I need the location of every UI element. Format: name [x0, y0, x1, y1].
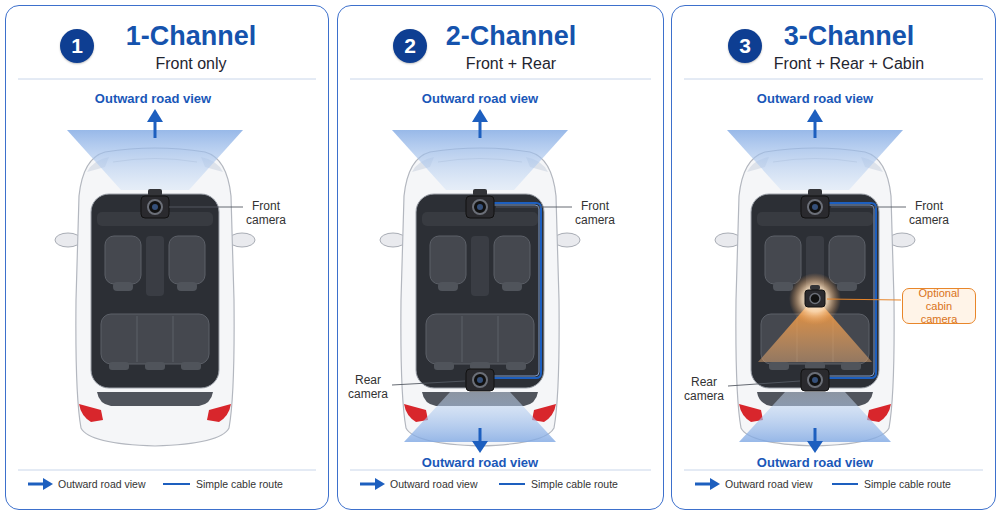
view-label: Outward road view [735, 91, 895, 107]
channel-panel: 2-ChannelFront + Rear2 [337, 5, 664, 510]
camera-label: Front camera [901, 199, 957, 227]
legend-text: Outward road view [58, 477, 146, 491]
channel-panel: 1-ChannelFront only1 [5, 5, 329, 510]
view-label: Outward road view [400, 455, 560, 471]
legend-text: Simple cable route [864, 477, 951, 491]
separator-lines [18, 79, 983, 470]
rear-camera-icon [801, 369, 829, 391]
view-label: Outward road view [400, 91, 560, 107]
front-camera-icon [466, 189, 494, 218]
view-label: Outward road view [735, 455, 895, 471]
step-number-circle: 2 [393, 29, 427, 63]
car-top-view [380, 109, 580, 453]
camera-label: Front camera [238, 199, 294, 227]
front-view-cone [727, 109, 903, 190]
leader-line [827, 299, 901, 300]
leader-line [169, 207, 243, 208]
car-body [55, 148, 255, 446]
leader-line [392, 381, 465, 385]
rear-camera-icon [466, 369, 494, 391]
view-label: Outward road view [73, 91, 233, 107]
panel-title: 1-Channel [61, 20, 321, 52]
callout-box: Optional cabin camera [902, 288, 976, 324]
channel-panel: 3-ChannelFront + Rear + Cabin3Optional c… [671, 5, 996, 510]
camera-label: Rear camera [676, 375, 732, 403]
front-view-cone [67, 109, 243, 190]
front-view-cone [392, 109, 568, 190]
front-camera-icon [141, 189, 169, 218]
step-number: 2 [404, 34, 416, 58]
panel-subtitle: Front only [61, 54, 321, 74]
camera-label: Rear camera [340, 373, 396, 401]
step-number: 3 [739, 34, 751, 58]
leader-line [496, 207, 572, 208]
car-top-view [55, 109, 255, 446]
leader-line [831, 207, 906, 208]
legend-text: Outward road view [725, 477, 813, 491]
cabin-camera-icon [758, 273, 872, 362]
step-number-circle: 1 [60, 29, 94, 63]
callout-text: Optional cabin camera [906, 287, 972, 326]
cable-route [494, 203, 541, 378]
legend-text: Simple cable route [196, 477, 283, 491]
legend-text: Outward road view [390, 477, 478, 491]
panel-subtitle: Front + Rear + Cabin [719, 54, 979, 74]
car-top-view [715, 109, 915, 453]
camera-label: Front camera [567, 199, 623, 227]
rear-view-cone [739, 392, 891, 453]
step-number: 1 [71, 34, 83, 58]
rear-view-cone [404, 392, 556, 453]
step-number-circle: 3 [728, 29, 762, 63]
legend-samples [28, 478, 858, 490]
leader-line [728, 381, 800, 386]
legend-text: Simple cable route [531, 477, 618, 491]
front-camera-icon [801, 189, 829, 218]
